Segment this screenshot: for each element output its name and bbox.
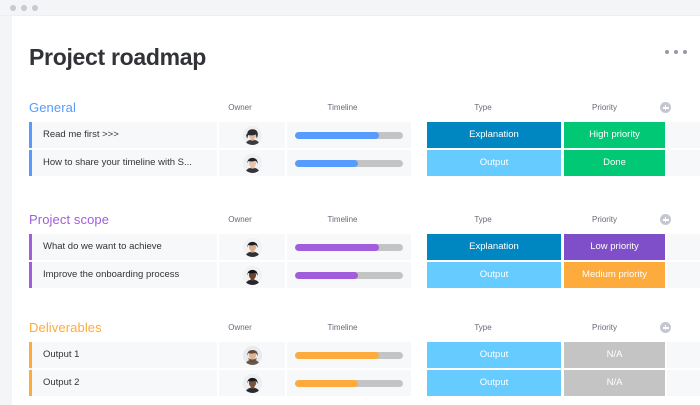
row-accent-bar [29,150,32,176]
column-header-owner[interactable]: Owner [228,103,252,112]
timeline-progress-fill [295,351,380,359]
row-owner-cell[interactable] [219,262,285,288]
avatar-man-beard[interactable] [242,345,262,365]
timeline-progress-track[interactable] [295,271,403,279]
row-accent-bar [29,122,32,148]
row-timeline-cell[interactable] [287,150,411,176]
row-name-label: Output 1 [43,349,80,360]
row-owner-cell[interactable] [219,122,285,148]
timeline-progress-track[interactable] [295,243,403,251]
timeline-progress-fill [295,243,380,251]
row-name-cell[interactable]: Output 1 [29,342,217,368]
avatar-woman-dark-hair[interactable] [242,125,262,145]
row-owner-cell[interactable] [219,234,285,260]
row-type-chip[interactable]: Explanation [427,122,561,148]
row-type-chip[interactable]: Output [427,370,561,396]
column-header-priority[interactable]: Priority [592,103,617,112]
row-name-label: How to share your timeline with S... [43,157,192,168]
column-header-timeline[interactable]: Timeline [327,215,358,224]
timeline-progress-track[interactable] [295,351,403,359]
avatar-man-short-hair[interactable] [242,373,262,393]
row-tail-cell [667,150,700,176]
page-title: Project roadmap [29,44,206,70]
avatar-person-dark-skin[interactable] [242,265,262,285]
row-tail-cell [667,370,700,396]
row-priority-chip[interactable]: N/A [564,342,665,368]
column-header-priority[interactable]: Priority [592,323,617,332]
row-timeline-cell[interactable] [287,122,411,148]
timeline-progress-track[interactable] [295,159,403,167]
row-tail-cell [667,122,700,148]
timeline-progress-fill [295,131,380,139]
row-tail-cell [667,234,700,260]
avatar-man-dark-hair[interactable] [242,153,262,173]
row-priority-chip[interactable]: Done [564,150,665,176]
row-priority-chip[interactable]: High priority [564,122,665,148]
row-name-cell[interactable]: Read me first >>> [29,122,217,148]
row-owner-cell[interactable] [219,370,285,396]
window-dot-maximize[interactable] [32,4,38,11]
row-priority-chip[interactable]: N/A [564,370,665,396]
timeline-progress-track[interactable] [295,131,403,139]
column-header-timeline[interactable]: Timeline [327,323,358,332]
column-header-owner[interactable]: Owner [228,323,252,332]
row-timeline-cell[interactable] [287,370,411,396]
plus-circle-icon[interactable] [660,102,671,113]
plus-circle-icon[interactable] [660,322,671,333]
row-accent-bar [29,234,32,260]
row-priority-chip[interactable]: Medium priority [564,262,665,288]
row-tail-cell [667,262,700,288]
plus-circle-icon[interactable] [660,214,671,225]
row-accent-bar [29,342,32,368]
row-tail-cell [667,342,700,368]
row-owner-cell[interactable] [219,342,285,368]
timeline-progress-fill [295,159,358,167]
column-header-timeline[interactable]: Timeline [327,103,358,112]
row-accent-bar [29,370,32,396]
left-rail [0,16,12,405]
row-type-chip[interactable]: Output [427,150,561,176]
window-titlebar [0,0,700,16]
table-row[interactable]: How to share your timeline with S... Outp… [12,150,700,176]
row-timeline-cell[interactable] [287,234,411,260]
row-accent-bar [29,262,32,288]
column-header-type[interactable]: Type [474,103,492,112]
row-type-chip[interactable]: Output [427,262,561,288]
row-timeline-cell[interactable] [287,262,411,288]
row-timeline-cell[interactable] [287,342,411,368]
column-header-type[interactable]: Type [474,215,492,224]
row-owner-cell[interactable] [219,150,285,176]
row-name-cell[interactable]: What do we want to achieve [29,234,217,260]
row-priority-chip[interactable]: Low priority [564,234,665,260]
row-name-cell[interactable]: How to share your timeline with S... [29,150,217,176]
group-title[interactable]: General [29,100,76,115]
kebab-menu-icon[interactable] [665,46,687,58]
group-title[interactable]: Project scope [29,212,110,227]
window-dot-minimize[interactable] [21,4,27,11]
column-header-type[interactable]: Type [474,323,492,332]
row-name-cell[interactable]: Output 2 [29,370,217,396]
group-title[interactable]: Deliverables [29,320,102,335]
row-name-label: What do we want to achieve [43,241,162,252]
row-name-label: Output 2 [43,377,80,388]
row-type-chip[interactable]: Explanation [427,234,561,260]
row-name-cell[interactable]: Improve the onboarding process [29,262,217,288]
column-header-owner[interactable]: Owner [228,215,252,224]
timeline-progress-track[interactable] [295,379,403,387]
row-type-chip[interactable]: Output [427,342,561,368]
window-dot-close[interactable] [10,4,16,11]
row-name-label: Improve the onboarding process [43,269,180,280]
column-header-priority[interactable]: Priority [592,215,617,224]
row-name-label: Read me first >>> [43,129,119,140]
avatar-woman-short-hair[interactable] [242,237,262,257]
timeline-progress-fill [295,379,358,387]
timeline-progress-fill [295,271,358,279]
